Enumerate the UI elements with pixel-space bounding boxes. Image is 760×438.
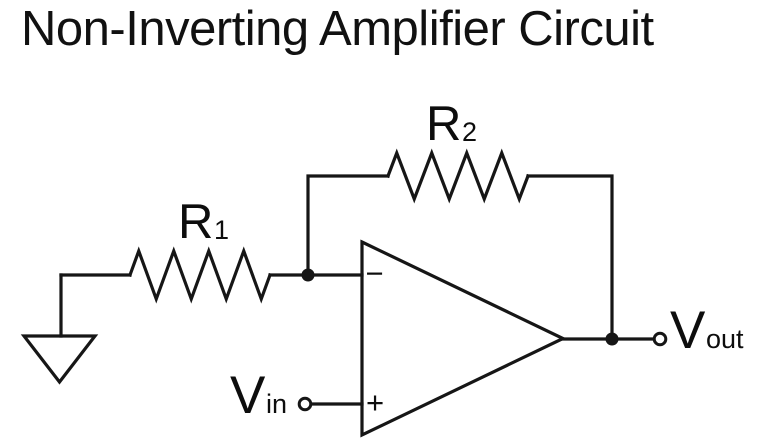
vout-label: V — [670, 301, 706, 360]
vin-terminal-circle — [297, 396, 313, 412]
junction-dot-output — [605, 332, 619, 346]
vin-label: V — [230, 366, 266, 425]
r1-label: R — [178, 195, 213, 249]
r1-label-subscript: 1 — [214, 215, 229, 245]
opamp-triangle — [360, 239, 567, 438]
ground-symbol — [20, 334, 99, 385]
feedback-wire-right — [526, 174, 614, 341]
vout-terminal-circle — [652, 331, 668, 347]
opamp-plus-sign: + — [366, 385, 384, 420]
vout-label-subscript: out — [706, 324, 744, 354]
opamp-minus-sign: − — [365, 256, 383, 291]
r2-label-subscript: 2 — [462, 117, 477, 147]
diagram-title: Non-Inverting Amplifier Circuit — [21, 2, 654, 56]
vin-label-subscript: in — [266, 389, 287, 419]
resistor-r2 — [385, 148, 531, 204]
resistor-r1 — [127, 246, 273, 304]
r2-label: R — [426, 97, 461, 151]
feedback-wire-left — [306, 174, 390, 277]
junction-dot-inverting — [301, 268, 315, 282]
